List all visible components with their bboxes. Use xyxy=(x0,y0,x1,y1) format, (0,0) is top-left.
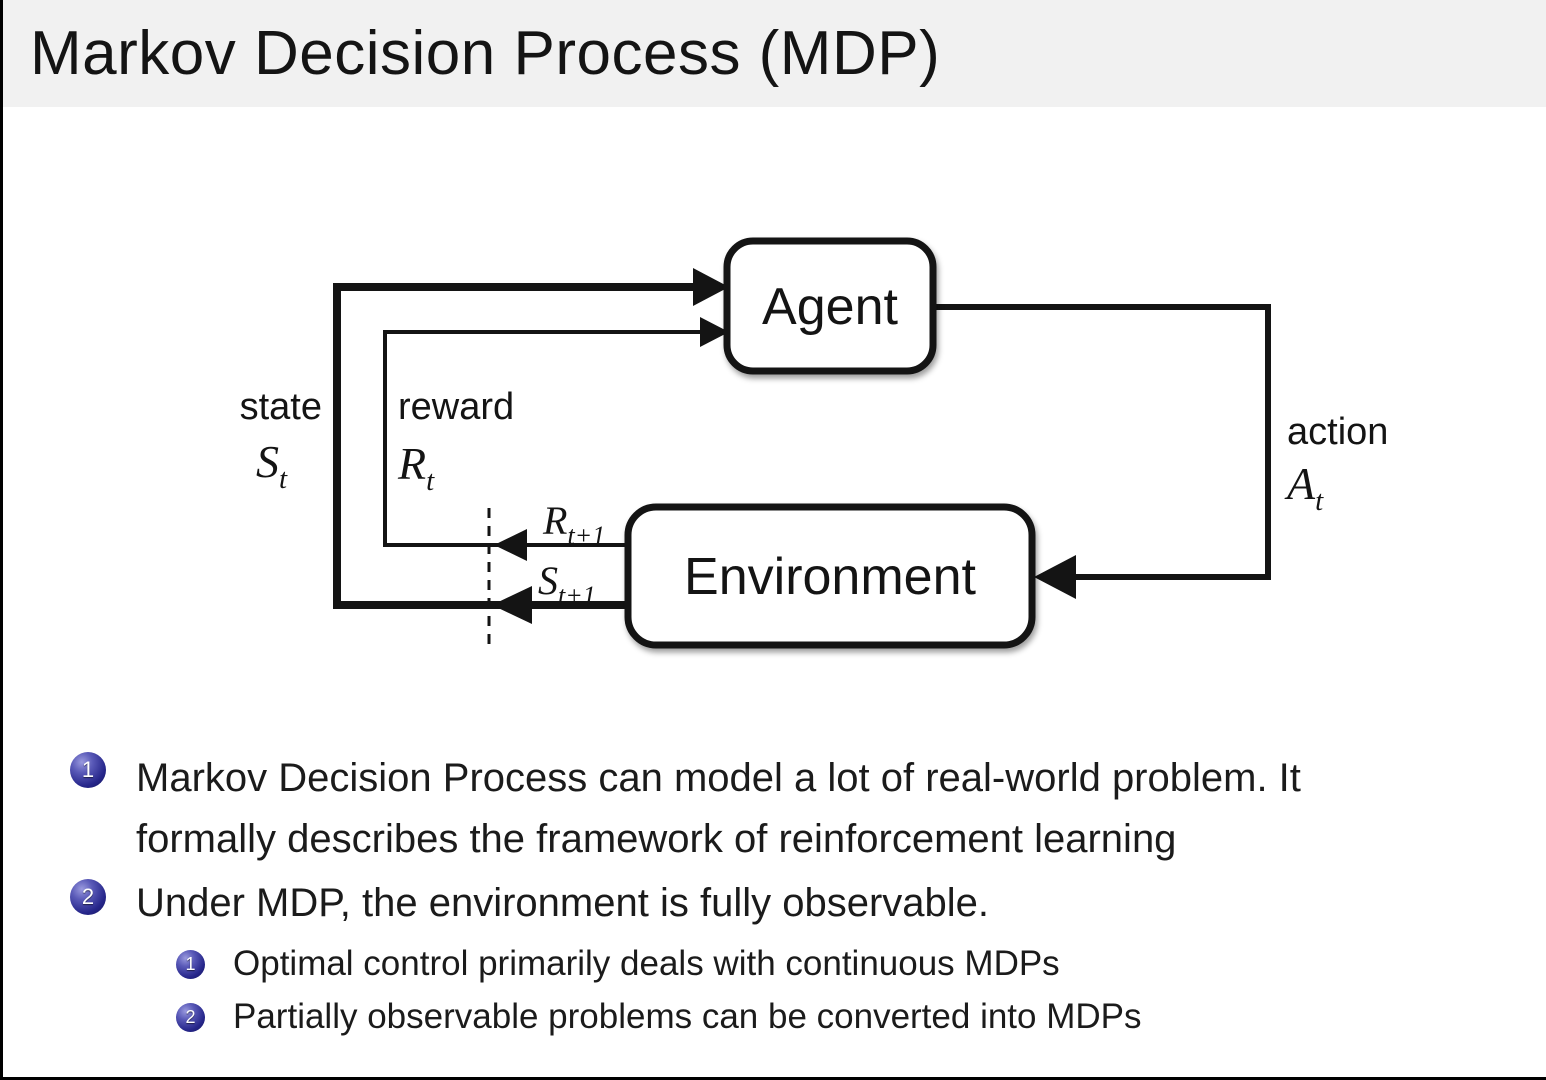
reward-arrowhead-icon xyxy=(700,317,729,347)
sub-bullet-2-text: Partially observable problems can be con… xyxy=(233,997,1142,1036)
agent-box-label: Agent xyxy=(762,278,898,336)
bullet-1-line-1: Markov Decision Process can model a lot … xyxy=(136,756,1301,800)
next-state-symbol: St+1 xyxy=(538,558,596,610)
action-symbol: At xyxy=(1284,458,1324,517)
environment-box-label: Environment xyxy=(684,548,976,606)
slide-bottom-border xyxy=(0,1077,1546,1080)
state-arrowhead-icon xyxy=(693,268,729,306)
bullet-1-line-2: formally describes the framework of rein… xyxy=(136,817,1177,861)
bullet-1-text: Markov Decision Process can model a lot … xyxy=(136,748,1528,870)
action-loop-line xyxy=(933,304,1271,580)
list-item: 1 Markov Decision Process can model a lo… xyxy=(70,748,1528,870)
agent-box xyxy=(723,237,937,375)
state-loop-line xyxy=(333,283,700,609)
state-symbol: St xyxy=(256,436,288,495)
list-item: 1 Optimal control primarily deals with c… xyxy=(176,943,1493,985)
slide-left-border xyxy=(0,0,3,1080)
environment-box xyxy=(624,503,1036,649)
action-arrowhead-icon xyxy=(1034,555,1076,599)
next-state-arrowhead-icon xyxy=(492,586,532,624)
next-reward-arrowhead-icon xyxy=(494,529,527,561)
bullet-2-text: Under MDP, the environment is fully obse… xyxy=(136,873,1528,934)
list-item: 2 Partially observable problems can be c… xyxy=(176,996,1493,1038)
reward-symbol: Rt xyxy=(397,438,435,497)
reward-label: reward xyxy=(398,386,514,428)
sub-enumerate-ball-2-icon: 2 xyxy=(176,1003,205,1032)
bullet-2-line-1: Under MDP, the environment is fully obse… xyxy=(136,881,990,925)
enumerate-ball-1-icon: 1 xyxy=(70,752,106,788)
page-title: Markov Decision Process (MDP) xyxy=(30,19,941,88)
next-reward-symbol: Rt+1 xyxy=(542,498,605,550)
enumerate-ball-2-icon: 2 xyxy=(70,879,106,915)
state-label: state xyxy=(240,386,322,428)
sub-bullet-1-text: Optimal control primarily deals with con… xyxy=(233,944,1060,983)
action-label: action xyxy=(1287,411,1388,453)
slide-title-band: Markov Decision Process (MDP) xyxy=(0,0,1546,107)
sub-enumerate-ball-1-icon: 1 xyxy=(176,950,205,979)
list-item: 2 Under MDP, the environment is fully ob… xyxy=(70,873,1528,934)
